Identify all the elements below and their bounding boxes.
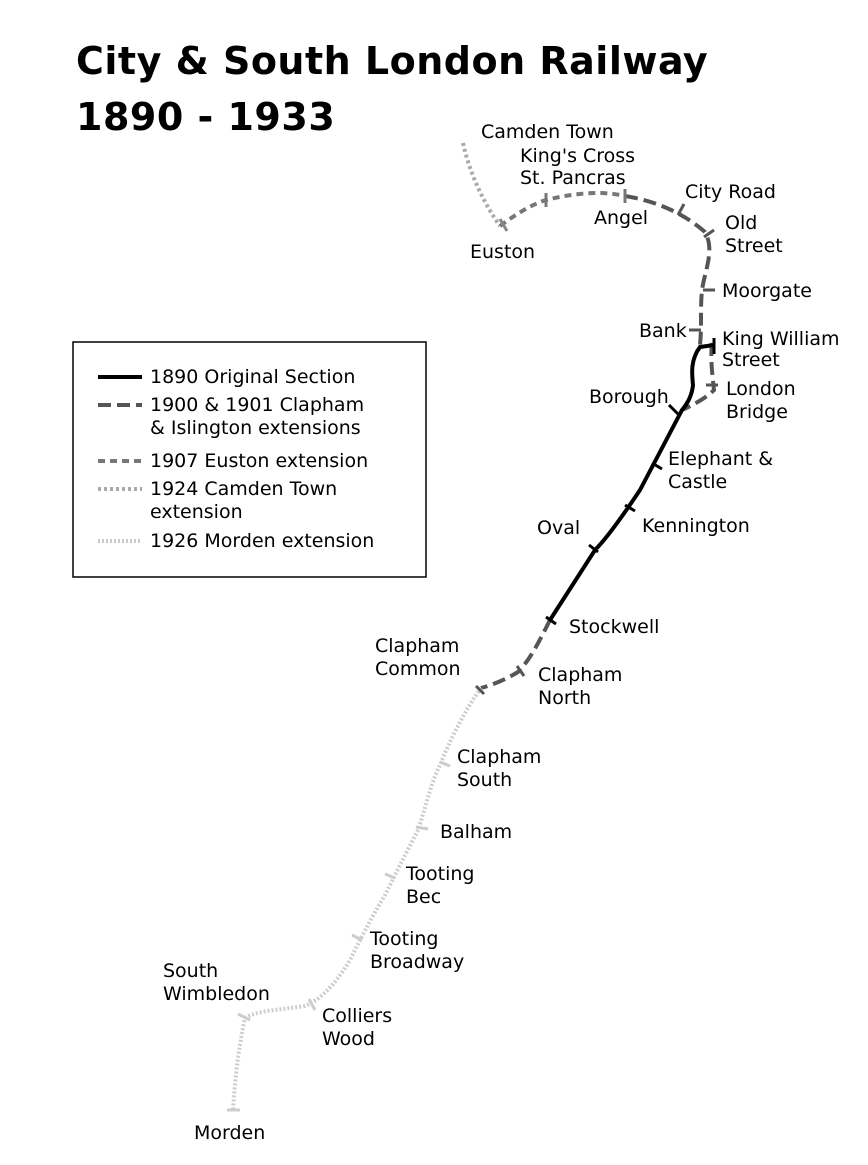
route-1900-clapham — [480, 619, 552, 690]
tick-balham — [415, 825, 429, 831]
station-ticks — [227, 189, 718, 1112]
tick-stockwell — [545, 615, 557, 626]
legend-label-1924: 1924 Camden Town — [150, 478, 337, 500]
station-label-moorgate: Moorgate — [722, 280, 812, 302]
legend-label-1926: 1926 Morden extension — [150, 530, 374, 552]
station-label-borough: Borough — [589, 386, 669, 408]
legend-box — [72, 341, 427, 578]
station-label-kennington: Kennington — [642, 515, 750, 537]
tick-tooting-broadway — [351, 933, 363, 942]
legend-label-1900-cont: & Islington extensions — [150, 417, 361, 439]
station-label-stockwell: Stockwell — [569, 616, 659, 638]
tick-clapham-south — [439, 760, 451, 768]
tick-euston — [498, 218, 509, 232]
map-title: City & South London Railway — [76, 39, 708, 83]
station-label-euston: Euston — [470, 241, 535, 263]
route-1924-camden — [461, 142, 502, 228]
legend: 1890 Original Section 1900 & 1901 Clapha… — [72, 341, 427, 578]
tick-kennington — [624, 503, 636, 513]
tick-clapham-north — [515, 665, 526, 677]
legend-label-1900: 1900 & 1901 Clapham — [150, 394, 364, 416]
tick-borough — [667, 403, 680, 416]
station-label-camden-town: Camden Town — [481, 121, 614, 143]
route-1890-original — [548, 343, 715, 622]
legend-label-1907: 1907 Euston extension — [150, 450, 368, 472]
station-label-city-road: City Road — [685, 181, 776, 203]
tick-clapham-common — [474, 684, 486, 696]
route-london-bridge-branch — [681, 342, 717, 412]
tick-tooting-bec — [384, 872, 396, 880]
station-label-oval: Oval — [537, 517, 580, 539]
station-label-morden: Morden — [194, 1122, 265, 1144]
station-label-balham: Balham — [440, 821, 512, 843]
tick-colliers-wood — [307, 998, 317, 1011]
tick-old-street — [703, 228, 715, 239]
station-label-angel: Angel — [594, 207, 648, 229]
route-1901-islington — [624, 194, 712, 346]
station-label-elephant-castle: Elephant &Castle — [668, 448, 773, 493]
tick-south-wimbledon — [237, 1012, 251, 1022]
legend-label-1924-cont: extension — [150, 501, 243, 523]
tick-elephant — [651, 461, 663, 471]
station-label-bank: Bank — [639, 320, 687, 342]
legend-label-1890: 1890 Original Section — [150, 366, 355, 388]
tick-oval — [588, 543, 599, 554]
tick-city-road — [676, 203, 686, 216]
map-date-range: 1890 - 1933 — [76, 95, 335, 139]
